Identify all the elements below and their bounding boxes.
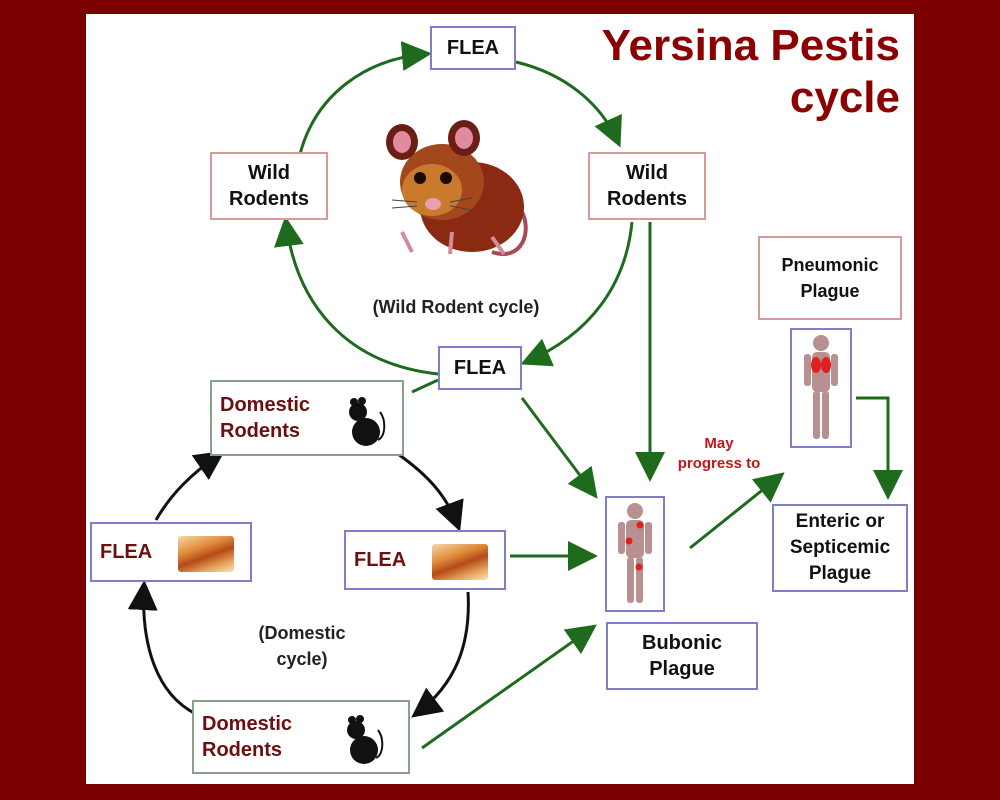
pneumonic-figure-box: [790, 328, 852, 448]
flea-photo-left: [178, 536, 234, 572]
wild-rodent-illustration: [386, 120, 528, 256]
domestic-cycle-label: (Domestic cycle): [258, 623, 346, 669]
arrow-wild-left-to-flea: [298, 41, 432, 155]
domestic-rodents-top-label: Domestic Rodents: [220, 394, 311, 442]
pneumonic-plague-box: Pneumonic Plague: [758, 236, 902, 320]
cycle-arrows: [127, 41, 903, 750]
bubonic-figure-box: [605, 496, 665, 612]
arrow-domestic-rodents-to-bubonic: [421, 624, 597, 750]
arrow-flea-right-to-domestic-bottom: [411, 591, 470, 718]
flea-right-label: FLEA: [354, 549, 407, 571]
arrow-flea-to-wild-right: [515, 60, 622, 148]
domestic-rodents-bottom-box: Domestic Rodents: [192, 700, 410, 774]
flea-left-box: FLEA: [90, 522, 252, 582]
flea-photo-right: [432, 544, 488, 580]
flea-bottom-box: FLEA: [438, 346, 522, 390]
arrow-flea-to-wild-left: [274, 216, 439, 376]
enteric-septicemic-plague-box: Enteric or Septicemic Plague: [772, 504, 908, 592]
wild-cycle-label: (Wild Rodent cycle): [372, 297, 540, 317]
flea-top-box: FLEA: [430, 26, 516, 70]
domestic-rodents-top-box: Domestic Rodents: [210, 380, 404, 456]
rat-icon: [347, 715, 384, 764]
arrow-domestic-bottom-to-flea-left: [127, 580, 197, 716]
wild-rodents-left-box: Wild Rodents: [210, 152, 328, 220]
human-figure-pneumonic: [804, 335, 838, 439]
arrow-wild-right-to-flea: [520, 221, 634, 367]
arrow-flea-to-bubonic: [520, 397, 598, 499]
rat-icon: [349, 397, 386, 446]
bubonic-plague-box: Bubonic Plague: [606, 622, 758, 690]
arrow-flea-to-domestic: [411, 378, 439, 394]
domestic-rodents-bottom-label: Domestic Rodents: [202, 713, 293, 761]
arrow-flea-left-to-domestic-top: [154, 450, 225, 521]
flea-left-label: FLEA: [100, 541, 153, 563]
page-title: Yersina Pestis cycle: [601, 21, 900, 122]
arrow-domestic-top-to-flea-right: [397, 452, 464, 532]
wild-rodents-right-box: Wild Rodents: [588, 152, 706, 220]
flea-right-box: FLEA: [344, 530, 506, 590]
arrow-bubonic-progress: [689, 472, 785, 550]
arrow-pneumonic-to-enteric: [856, 396, 903, 500]
may-progress-label: May progress to: [677, 435, 761, 472]
human-figure-bubonic: [618, 503, 652, 603]
diagram-panel: Yersina Pestis cycle FLEA Wild Rodents W…: [86, 14, 914, 784]
